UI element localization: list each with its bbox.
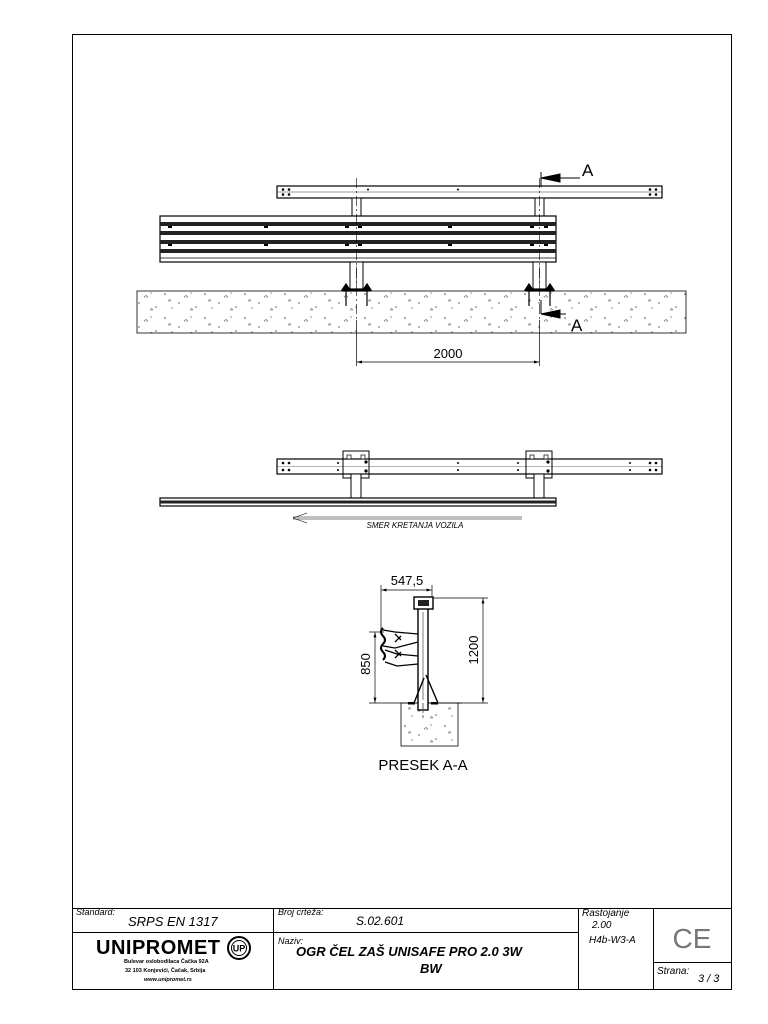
- company-logo-icon: [227, 936, 251, 960]
- name-label: Naziv:: [278, 936, 304, 946]
- dimension-span-label: 2000: [434, 346, 463, 361]
- dimension-width-label: 547,5: [391, 573, 424, 588]
- section-view: 547,5 1200 850 PRESEK A-A: [358, 573, 488, 774]
- section-marker-bottom: A: [571, 316, 583, 335]
- standard-label: Standard:: [76, 907, 116, 917]
- spacing-value: 2.00: [592, 920, 612, 931]
- section-marker-arrows: [540, 172, 580, 319]
- section-foundation: [400, 702, 459, 747]
- dimension-rail-height: [369, 631, 384, 703]
- title-block-grid: [72, 908, 732, 990]
- section-marker-top: A: [582, 161, 594, 180]
- name-value-line1: OGR ČEL ZAŠ UNISAFE PRO 2.0 3W: [296, 944, 522, 959]
- section-braces: [413, 674, 439, 704]
- plan-post-left: [350, 473, 362, 499]
- direction-arrow: [292, 512, 522, 524]
- spacing-label: Rastojanje: [582, 908, 630, 919]
- class-value: H4b-W3-A: [589, 935, 636, 946]
- plan-post-right: [533, 473, 545, 499]
- dimension-width: [380, 585, 433, 632]
- company-address-2: 32 103 Konjevići, Čačak, Srbija: [125, 968, 206, 974]
- page-label: Strana:: [657, 966, 690, 977]
- concrete-foundation: [136, 290, 687, 334]
- section-beams: [380, 627, 419, 667]
- sheet-border: [72, 34, 732, 990]
- company-name: UNIPROMET: [96, 937, 221, 959]
- plan-view: SMER KRETANJA VOZILA: [159, 450, 663, 530]
- drawing-no-label: Broj crteža:: [278, 907, 324, 917]
- standard-value: SRPS EN 1317: [128, 914, 218, 929]
- name-value-line2: BW: [420, 961, 442, 976]
- drawing-no-value: S.02.601: [356, 914, 405, 928]
- company-website: www.unipromet.rs: [144, 977, 192, 983]
- elevation-view: A A 2000: [136, 161, 687, 366]
- section-title: PRESEK A-A: [378, 757, 467, 774]
- company-address-1: Bulevar oslobodilaca Čačka 92A: [124, 959, 209, 965]
- dimension-2000: [356, 320, 540, 366]
- beam-stack: [159, 215, 557, 263]
- dimension-total-height: [433, 597, 488, 704]
- dimension-rail-height-label: 850: [358, 653, 373, 675]
- direction-label: SMER KRETANJA VOZILA: [367, 521, 464, 530]
- ce-mark: CE: [673, 923, 712, 954]
- dimension-total-height-label: 1200: [466, 636, 481, 665]
- company-logo-letters: UP: [233, 944, 246, 954]
- page-value: 3 / 3: [698, 973, 720, 985]
